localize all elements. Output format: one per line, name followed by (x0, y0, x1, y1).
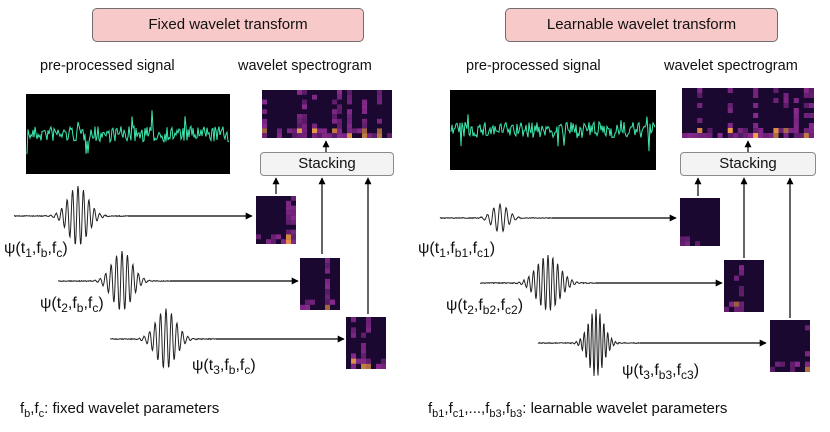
right-wavelet-3-label: ψ(t3,fb3,fc3) (622, 362, 700, 382)
right-signal-plot (450, 90, 656, 170)
left-wavelet-spectrogram (262, 90, 392, 138)
right-wavelet-3 (537, 308, 641, 377)
right-wavelet-1 (439, 202, 553, 233)
right-wavelet-2-label: ψ(t2,fb2,fc2) (446, 297, 524, 317)
right-spectrogram-2 (724, 260, 764, 312)
left-wavelet-1 (13, 186, 129, 245)
learnable-transform-title: Learnable wavelet transform (505, 8, 778, 42)
left-spectrogram-1 (256, 196, 296, 244)
left-signal-plot (26, 94, 230, 174)
right-wavelet-2 (480, 255, 597, 311)
right-wavelet-1-label: ψ(t1,fb1,fc1) (418, 240, 496, 260)
left-spectrogram-3 (346, 317, 386, 369)
right-stacking-box: Stacking (680, 152, 816, 176)
right-spectrogram-label: wavelet spectrogram (664, 58, 798, 74)
right-signal-label: pre-processed signal (466, 58, 601, 74)
left-wavelet-2-label: ψ(t2,fb,fc) (40, 295, 104, 315)
left-wavelet-3 (109, 308, 216, 369)
left-arrows (128, 140, 372, 343)
left-wavelet-1-label: ψ(t1,fb,fc) (4, 240, 68, 260)
left-spectrogram-label: wavelet spectrogram (238, 58, 372, 74)
fixed-parameters-caption: fb,fc: fixed wavelet parameters (20, 400, 220, 420)
fixed-transform-title: Fixed wavelet transform (92, 8, 364, 42)
right-spectrogram-3 (770, 320, 810, 372)
right-arrows (552, 140, 794, 347)
left-wavelet-2 (57, 250, 170, 311)
left-wavelet-3-label: ψ(t3,fb,fc) (192, 357, 256, 377)
left-stacking-box: Stacking (260, 152, 394, 176)
left-spectrogram-2 (300, 258, 340, 310)
right-wavelet-spectrogram (682, 88, 814, 138)
left-signal-label: pre-processed signal (40, 58, 175, 74)
learnable-parameters-caption: fb1,fc1,...,fb3,fb3: learnable wavelet p… (428, 400, 728, 420)
right-spectrogram-1 (680, 198, 720, 246)
